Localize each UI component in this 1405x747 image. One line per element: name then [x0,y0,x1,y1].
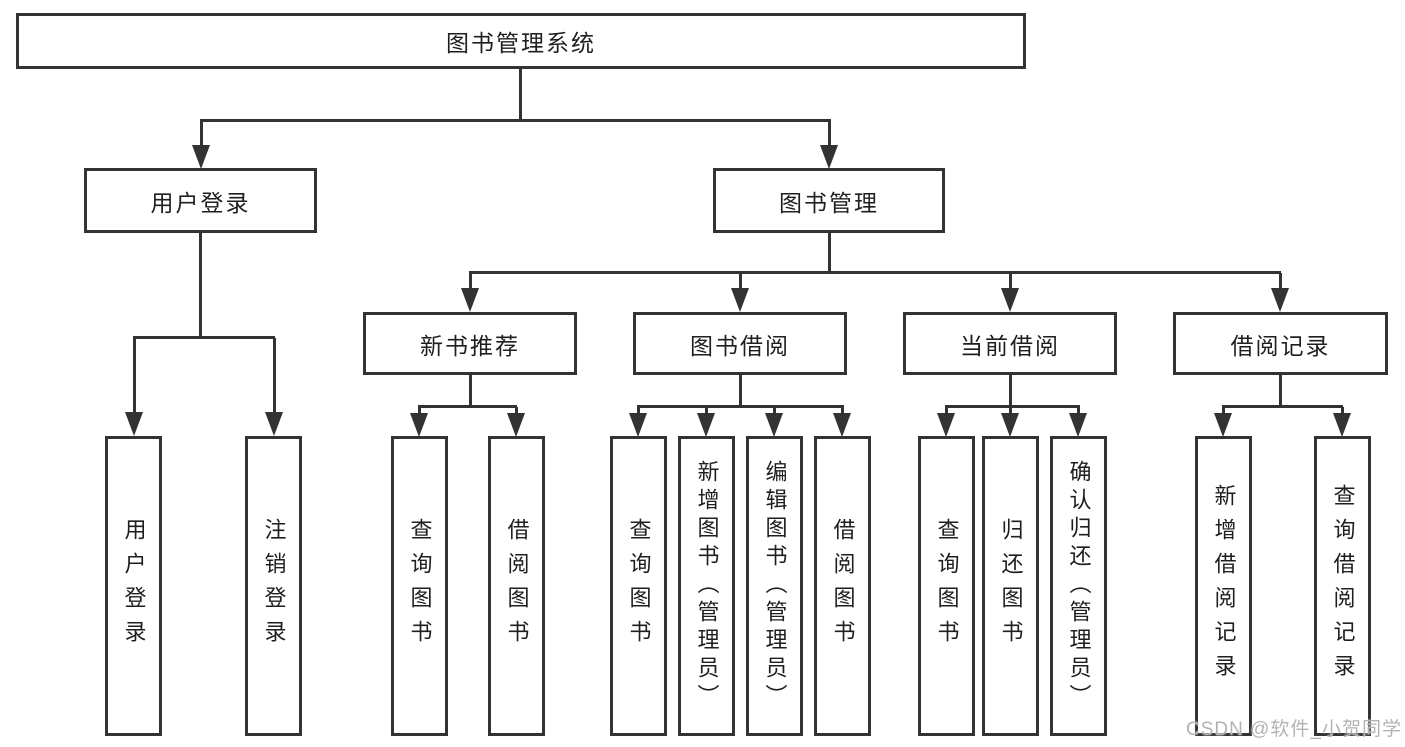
node-new-book-recommend: 新书推荐 [363,312,577,375]
csdn-watermark: CSDN @软件_小贺同学 [1186,719,1402,740]
connector-arrow-stem [418,407,421,415]
leaf-user-login-label: 用户登录 [121,518,147,654]
arrow-down-icon [765,413,783,437]
leaf-borrow-books-label: 借阅图书 [504,518,530,654]
arrow-down-icon [731,288,749,312]
connector-arrow-stem [133,338,136,414]
leaf-borrow-books-borrowing: 借阅图书 [814,436,871,736]
leaf-query-books-current: 查询图书 [918,436,975,736]
connector-arrow-stem [1009,273,1012,290]
connector-level3-rail [469,271,1281,274]
connector-arrow-stem [828,121,831,147]
arrow-down-icon [1271,288,1289,312]
connector-level1-rail [200,119,831,122]
connector-arrow-stem [945,407,948,415]
connector-user-login-stem [199,233,202,337]
connector-root-stem [519,68,522,121]
node-current-borrowing: 当前借阅 [903,312,1117,375]
connector-arrow-stem [1077,407,1080,415]
connector-arrow-stem [469,273,472,290]
leaf-query-books-label: 查询图书 [407,518,433,654]
leaf-logout: 注销登录 [245,436,302,736]
node-library-system-label: 图书管理系统 [446,30,596,56]
connector-arrow-stem [637,407,640,415]
connector-arrow-stem [200,121,203,147]
connector-arrow-stem [1222,407,1225,415]
connector-group-stem [1009,375,1012,406]
arrow-down-icon [192,145,210,169]
connector-arrow-stem [705,407,708,415]
connector-group-rail [945,405,1080,408]
node-borrowing-records: 借阅记录 [1173,312,1388,375]
arrow-down-icon [1214,413,1232,437]
arrow-down-icon [1001,288,1019,312]
connector-group-stem [469,375,472,406]
arrow-down-icon [265,412,283,436]
node-borrowing-records-label: 借阅记录 [1230,332,1331,359]
leaf-borrow-books-recommend: 借阅图书 [488,436,545,736]
arrow-down-icon [629,413,647,437]
leaf-borrow-books-label: 借阅图书 [830,518,856,654]
node-current-borrowing-label: 当前借阅 [960,332,1060,359]
connector-group-rail [418,405,517,408]
node-book-management: 图书管理 [713,168,945,233]
arrow-down-icon [507,413,525,437]
connector-arrow-stem [773,407,776,415]
connector-arrow-stem [1279,273,1282,290]
arrow-down-icon [820,145,838,169]
leaf-logout-label: 注销登录 [261,518,287,654]
arrow-down-icon [1333,413,1351,437]
arrow-down-icon [697,413,715,437]
leaf-add-borrow-record-label: 新增借阅记录 [1211,484,1237,688]
node-user-login-label: 用户登录 [150,189,251,216]
connector-book-mgmt-stem [828,233,831,273]
node-book-borrowing-label: 图书借阅 [690,332,790,359]
connector-arrow-stem [1341,407,1344,415]
arrow-down-icon [410,413,428,437]
arrow-down-icon [1069,413,1087,437]
node-book-management-label: 图书管理 [779,189,879,216]
connector-group-rail [1222,405,1343,408]
leaf-query-borrow-record-label: 查询借阅记录 [1330,484,1356,688]
leaf-query-books-label: 查询图书 [626,518,652,654]
connector-group-rail [637,405,844,408]
arrow-down-icon [1001,413,1019,437]
connector-arrow-stem [841,407,844,415]
connector-group-stem [1279,375,1282,406]
node-book-borrowing: 图书借阅 [633,312,847,375]
arrow-down-icon [937,413,955,437]
node-user-login: 用户登录 [84,168,317,233]
leaf-edit-books-admin: 编辑图书（管理员） [746,436,803,736]
leaf-add-books-admin: 新增图书（管理员） [678,436,735,736]
connector-user-login-rail [133,336,275,339]
arrow-down-icon [461,288,479,312]
node-new-book-recommend-label: 新书推荐 [420,332,520,359]
leaf-return-books-label: 归还图书 [998,518,1024,654]
leaf-user-login: 用户登录 [105,436,162,736]
leaf-add-books-admin-label: 新增图书（管理员） [694,460,720,712]
leaf-add-borrow-record: 新增借阅记录 [1195,436,1252,736]
leaf-edit-books-admin-label: 编辑图书（管理员） [762,460,788,712]
connector-arrow-stem [273,338,276,414]
connector-arrow-stem [739,273,742,290]
leaf-query-books-borrowing: 查询图书 [610,436,667,736]
connector-arrow-stem [1009,407,1012,415]
connector-group-stem [739,375,742,406]
arrow-down-icon [125,412,143,436]
node-library-system: 图书管理系统 [16,13,1026,69]
leaf-confirm-return-admin: 确认归还（管理员） [1050,436,1107,736]
leaf-query-books-label: 查询图书 [934,518,960,654]
leaf-query-books-recommend: 查询图书 [391,436,448,736]
leaf-query-borrow-record: 查询借阅记录 [1314,436,1371,736]
leaf-return-books: 归还图书 [982,436,1039,736]
leaf-confirm-return-admin-label: 确认归还（管理员） [1066,460,1092,712]
arrow-down-icon [833,413,851,437]
connector-arrow-stem [515,407,518,415]
